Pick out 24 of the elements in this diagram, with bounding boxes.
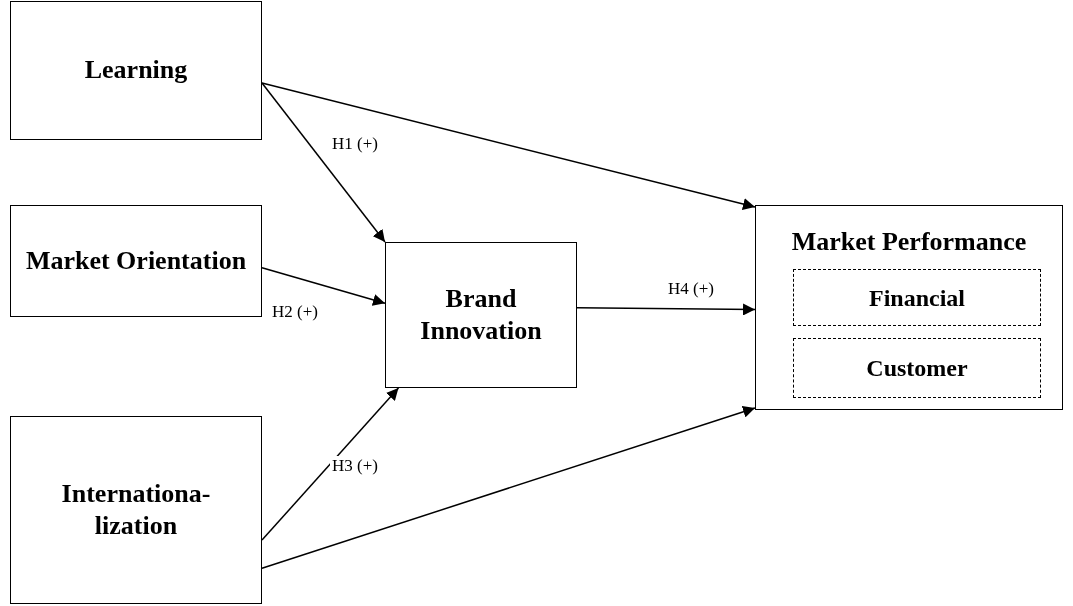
node-label: Internationa- lization <box>60 477 212 542</box>
arrow <box>261 387 400 541</box>
edge-label: H3 (+) <box>330 456 380 476</box>
node-label: Customer <box>866 354 968 383</box>
node-label: Financial <box>869 283 965 313</box>
node-label: Brand Innovation <box>419 282 543 347</box>
dashed-box <box>793 338 1041 398</box>
concept-box <box>385 242 577 388</box>
concept-box <box>10 1 262 140</box>
arrow <box>261 405 756 570</box>
edge-label: H1 (+) <box>330 134 380 154</box>
node-label: Market Orientation <box>25 244 247 277</box>
edge-label: H2 (+) <box>270 302 320 322</box>
arrow <box>261 82 756 210</box>
node-label: Market Performance <box>791 226 1027 258</box>
concept-box <box>10 416 262 604</box>
arrow <box>576 303 756 316</box>
arrow <box>261 82 386 243</box>
dashed-box <box>793 269 1041 326</box>
edge-label: H4 (+) <box>666 279 716 299</box>
concept-box <box>755 205 1063 410</box>
concept-box <box>10 205 262 317</box>
node-label: Learning <box>84 54 188 87</box>
arrow <box>261 266 386 306</box>
